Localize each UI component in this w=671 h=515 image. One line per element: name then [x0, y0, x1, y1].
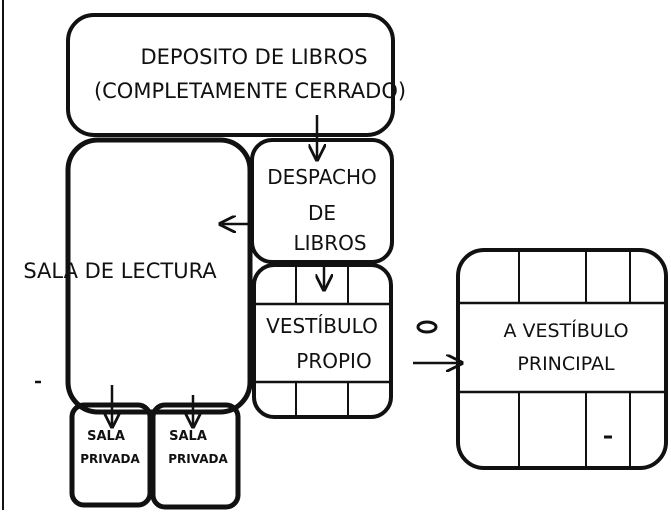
- sala-de-lectura-box: SALA DE LECTURA: [23, 137, 253, 415]
- deposito-label-line-2: (COMPLETAMENTE CERRADO): [94, 79, 406, 103]
- vestibulo-principal-label-line-1: A VESTÍBULO: [503, 319, 628, 342]
- small-circle-mark: [416, 320, 438, 334]
- despacho-label-line-2: DE: [308, 201, 336, 225]
- sala-privada-1-label-line-1: SALA: [87, 429, 125, 444]
- sala-privada-1-label-line-2: PRIVADA: [80, 452, 140, 466]
- vestibulo-principal-box: A VESTÍBULO PRINCIPAL: [456, 248, 668, 470]
- deposito-de-libros-box: DEPOSITO DE LIBROS (COMPLETAMENTE CERRAD…: [66, 13, 406, 137]
- sala-de-lectura-label: SALA DE LECTURA: [23, 259, 217, 283]
- vestibulo-propio-box: VESTÍBULO PROPIO: [252, 263, 438, 419]
- despacho-label-line-1: DESPACHO: [267, 165, 377, 189]
- sala-privada-2-box: SALA PRIVADA: [150, 402, 241, 510]
- despacho-de-libros-box: DESPACHO DE LIBROS: [250, 138, 394, 264]
- sala-privada-2-label-line-1: SALA: [169, 429, 207, 444]
- despacho-label-line-3: LIBROS: [293, 231, 366, 255]
- vestibulo-propio-label-line-2: PROPIO: [296, 349, 371, 373]
- vestibulo-principal-label-line-2: PRINCIPAL: [517, 353, 615, 375]
- sala-privada-2-label-line-2: PRIVADA: [168, 452, 228, 466]
- vestibulo-propio-label-line-1: VESTÍBULO: [266, 314, 378, 338]
- deposito-label-line-1: DEPOSITO DE LIBROS: [140, 45, 367, 69]
